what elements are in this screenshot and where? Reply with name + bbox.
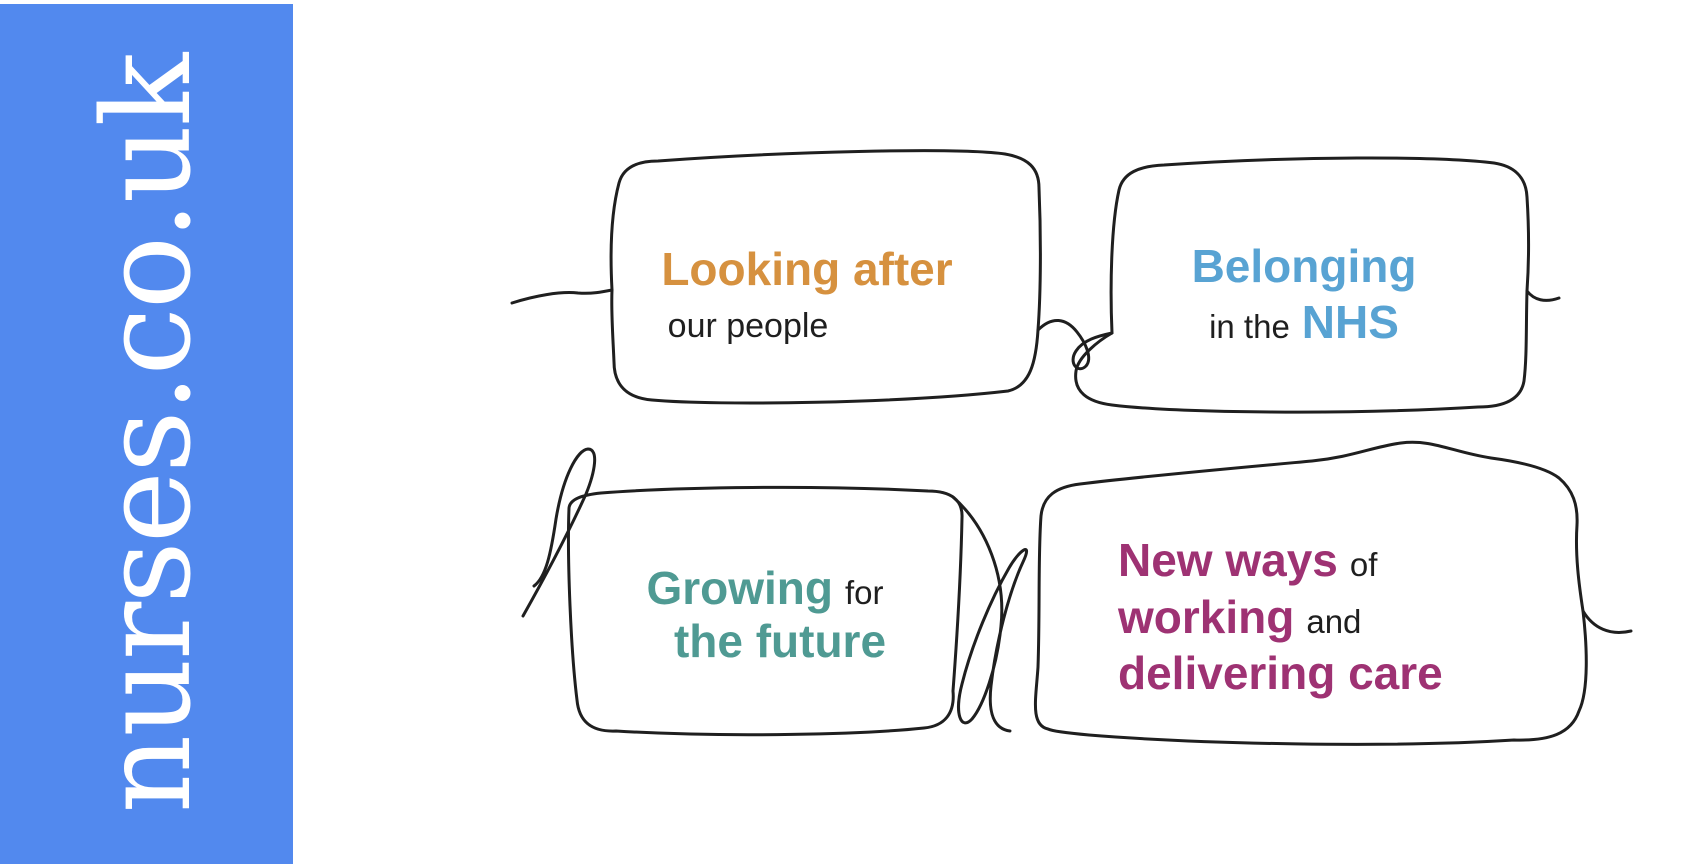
thread-tail-bottom-right	[1581, 609, 1633, 634]
thread-tail-bottom-left-loop	[521, 447, 597, 618]
box-new-ways-line1: New ways of	[1118, 537, 1377, 583]
box-outline-new-ways	[1033, 440, 1588, 746]
brand-sidebar: nurses.co.uk	[0, 4, 293, 864]
working-and-text: and	[1306, 603, 1362, 640]
looking-after-plain-text: our people	[667, 307, 829, 345]
box-new-ways-line3: delivering care	[1118, 650, 1443, 696]
box-looking-after-subtitle: our people	[668, 309, 829, 343]
thread-lead-left	[510, 288, 614, 305]
box-outline-looking-after	[609, 149, 1042, 405]
belonging-plain-text: in the	[1209, 308, 1290, 345]
belonging-accent-text: Belonging	[1191, 240, 1417, 292]
growing-plain-text: for	[845, 574, 884, 611]
box-growing-line1: Growing for	[646, 565, 883, 611]
thread-tangle-bottom-middle	[951, 495, 1029, 733]
box-outline-belonging	[1074, 156, 1530, 414]
growing-accent-text: Growing	[646, 562, 834, 614]
box-belonging-subtitle: in the NHS	[1209, 299, 1399, 345]
working-accent-text: working	[1118, 591, 1295, 643]
belonging-nhs-text: NHS	[1301, 296, 1399, 348]
new-ways-of-text: of	[1349, 546, 1378, 583]
box-belonging-title: Belonging	[1192, 243, 1417, 289]
looking-after-accent-text: Looking after	[661, 243, 953, 295]
box-new-ways-line2: working and	[1118, 594, 1361, 640]
box-growing-line2: the future	[674, 618, 886, 664]
box-looking-after-title: Looking after	[661, 246, 952, 292]
thread-tail-top-right	[1525, 289, 1561, 302]
new-ways-accent-text: New ways	[1118, 534, 1338, 586]
box-outline-growing	[566, 485, 964, 737]
delivering-care-accent-text: delivering care	[1118, 647, 1443, 699]
growing-future-text: the future	[673, 615, 887, 667]
thread-loop-top-middle	[1036, 319, 1114, 371]
